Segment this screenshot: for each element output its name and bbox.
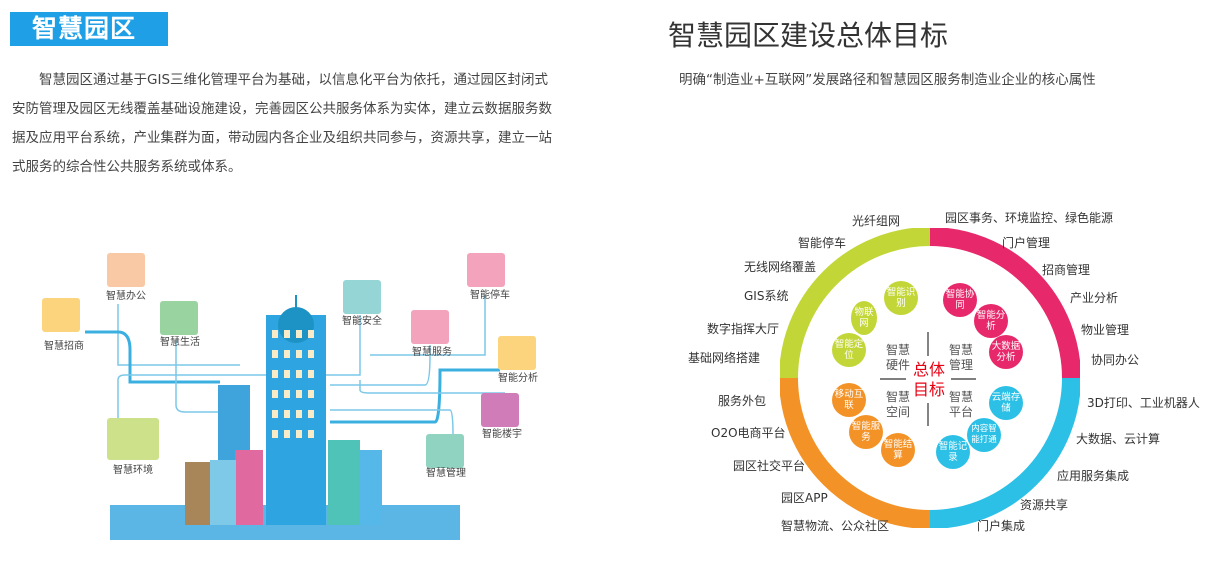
tile-label: 智慧生活 xyxy=(160,337,200,348)
outer-label: 应用服务集成 xyxy=(1057,469,1130,483)
building-icon xyxy=(481,393,519,427)
bubble: 智能定位 xyxy=(832,333,866,367)
outer-label: 园区APP xyxy=(781,491,828,505)
outer-label: 产业分析 xyxy=(1070,291,1119,305)
bubble: 移动互联 xyxy=(832,383,866,417)
outer-label: 资源共享 xyxy=(1020,498,1069,512)
bubble: 云端存储 xyxy=(989,386,1023,420)
ring-platform xyxy=(929,377,1080,528)
parking-icon xyxy=(467,253,505,287)
outer-label: 无线网络覆盖 xyxy=(744,260,817,274)
smart-park-illustration xyxy=(85,295,505,540)
bubble: 智能结算 xyxy=(881,433,915,467)
tile-label: 智慧管理 xyxy=(426,468,466,479)
management-icon xyxy=(426,434,464,468)
analysis-icon xyxy=(498,336,536,370)
security-icon xyxy=(343,280,381,314)
tile-label: 智能安全 xyxy=(342,316,382,327)
outer-label: 智能停车 xyxy=(798,236,847,250)
office-icon xyxy=(107,253,145,287)
outer-label: 数字指挥大厅 xyxy=(707,322,780,336)
bubble: 大数据分析 xyxy=(989,335,1023,369)
intro-paragraph: 智慧园区通过基于GIS三维化管理平台为基础，以信息化平台为依托，通过园区封闭式安… xyxy=(12,72,552,175)
outer-label: 3D打印、工业机器人 xyxy=(1087,396,1200,410)
bubble: 内容智能打通 xyxy=(967,418,1001,452)
outer-label: 园区事务、环境监控、绿色能源 xyxy=(945,211,1114,225)
outer-label: 门户集成 xyxy=(977,519,1026,533)
section-badge: 智慧园区 xyxy=(10,12,168,46)
outer-label: 物业管理 xyxy=(1081,323,1130,337)
outer-label: 光纤组网 xyxy=(852,214,901,228)
goal-subtitle: 明确“制造业+互联网”发展路径和智慧园区服务制造业企业的核心属性 xyxy=(679,72,1096,88)
bubble: 智能分析 xyxy=(974,304,1008,338)
outer-label: 大数据、云计算 xyxy=(1076,432,1161,446)
bubble: 智能协同 xyxy=(943,283,977,317)
tile-label: 智能楼宇 xyxy=(482,429,522,440)
bubble: 智能记录 xyxy=(936,435,970,469)
quadrant-hardware: 智慧硬件 xyxy=(885,343,910,372)
bubble: 智能识别 xyxy=(884,281,918,315)
environment-icon xyxy=(107,418,159,460)
outer-label: 招商管理 xyxy=(1042,263,1091,277)
tile-label: 智慧招商 xyxy=(44,341,84,352)
outer-label: 基础网络搭建 xyxy=(688,351,761,365)
outer-label: 智慧物流、公众社区 xyxy=(781,519,890,533)
investment-icon xyxy=(42,298,80,332)
outer-label: O2O电商平台 xyxy=(711,426,786,440)
center-goal: 总体目标 xyxy=(912,360,945,399)
goal-title: 智慧园区建设总体目标 xyxy=(668,19,949,52)
service-icon xyxy=(411,310,449,344)
outer-label: 服务外包 xyxy=(718,394,767,408)
quadrant-management: 智慧管理 xyxy=(948,343,973,372)
tile-label: 智慧服务 xyxy=(412,347,452,358)
ring-hardware xyxy=(780,228,931,379)
outer-label: 门户管理 xyxy=(1002,236,1051,250)
tile-label: 智能停车 xyxy=(470,290,510,301)
outer-label: 园区社交平台 xyxy=(733,459,806,473)
goal-ring xyxy=(780,228,1080,528)
outer-label: GIS系统 xyxy=(744,289,789,303)
life-icon xyxy=(160,301,198,335)
bubble: 物联网 xyxy=(851,301,877,335)
tile-label: 智慧办公 xyxy=(106,291,146,302)
ring-management xyxy=(929,228,1080,379)
tile-label: 智慧环境 xyxy=(113,465,153,476)
ring-space xyxy=(780,377,931,528)
bubble: 智能服务 xyxy=(849,415,883,449)
quadrant-platform: 智慧平台 xyxy=(948,390,973,419)
outer-label: 协同办公 xyxy=(1091,353,1140,367)
quadrant-space: 智慧空间 xyxy=(885,390,910,419)
tile-label: 智能分析 xyxy=(498,373,538,384)
